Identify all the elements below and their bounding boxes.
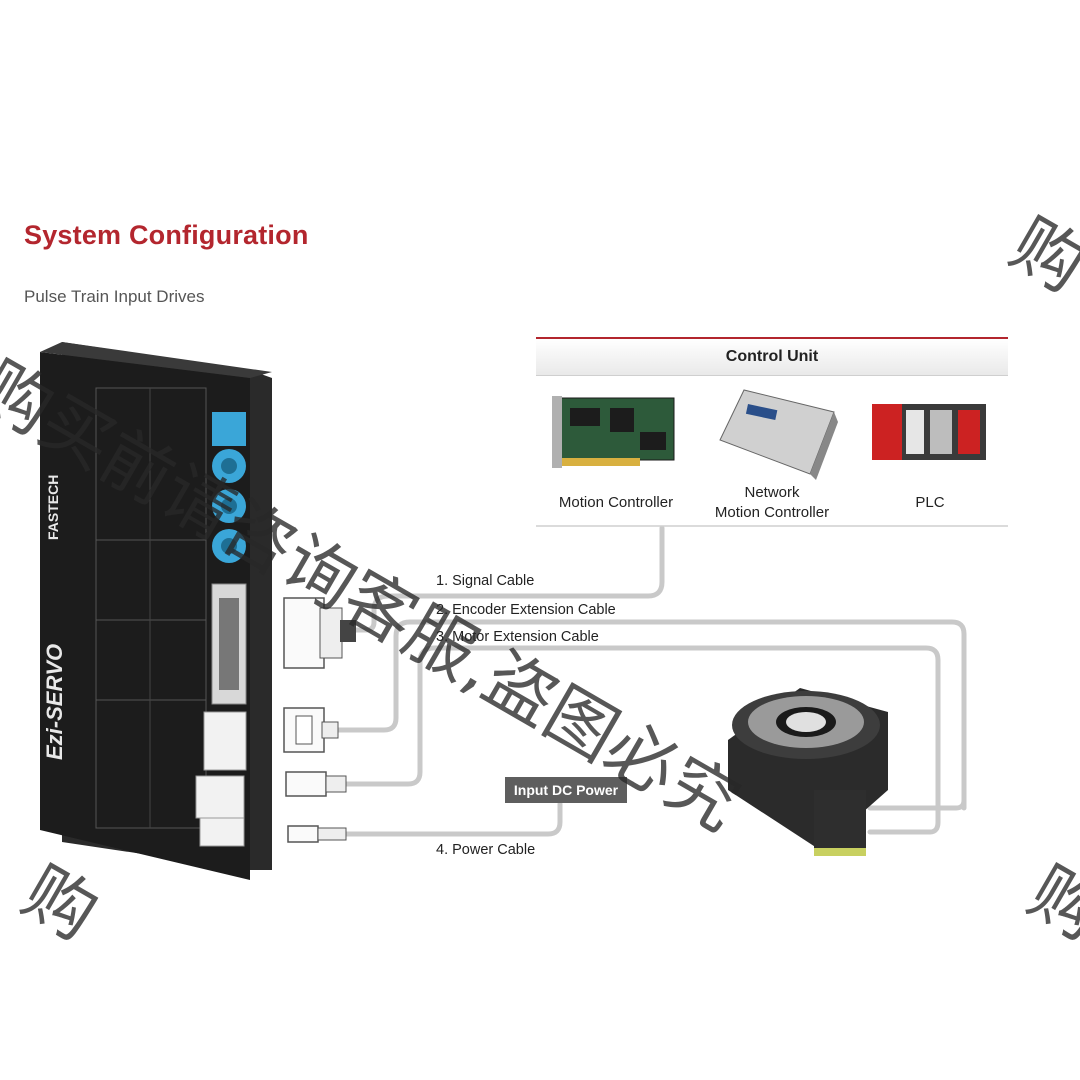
power-cable-label: 4. Power Cable	[436, 842, 535, 858]
network-motion-controller-device	[720, 390, 838, 480]
encoder-cable-connector	[284, 708, 338, 752]
motion-controller-caption: Motion Controller	[548, 493, 684, 513]
signal-cable-label: 1. Signal Cable	[436, 573, 534, 589]
plc-caption: PLC	[880, 493, 980, 513]
rotary-motor	[728, 688, 888, 856]
power-cable-connector	[288, 826, 346, 842]
drive-brand-text: FASTECH	[45, 475, 61, 540]
motion-controller-card	[552, 396, 674, 468]
servo-drive: Ezi-SERVO FASTECH	[40, 342, 272, 880]
power-cable-line	[346, 804, 560, 834]
encoder-cable-label: 2. Encoder Extension Cable	[436, 602, 616, 618]
input-dc-power-label: Input DC Power	[505, 777, 627, 803]
network-motion-controller-caption: Network Motion Controller	[700, 483, 844, 523]
drive-model-text: Ezi-SERVO	[42, 644, 67, 760]
motor-cable-label: 3. Motor Extension Cable	[436, 629, 599, 645]
control-unit-label: Control Unit	[536, 337, 1008, 376]
plc-unit	[872, 404, 986, 460]
motor-tail-line	[870, 800, 964, 808]
signal-cable-connector	[284, 598, 356, 668]
motor-cable-connector	[286, 772, 346, 796]
